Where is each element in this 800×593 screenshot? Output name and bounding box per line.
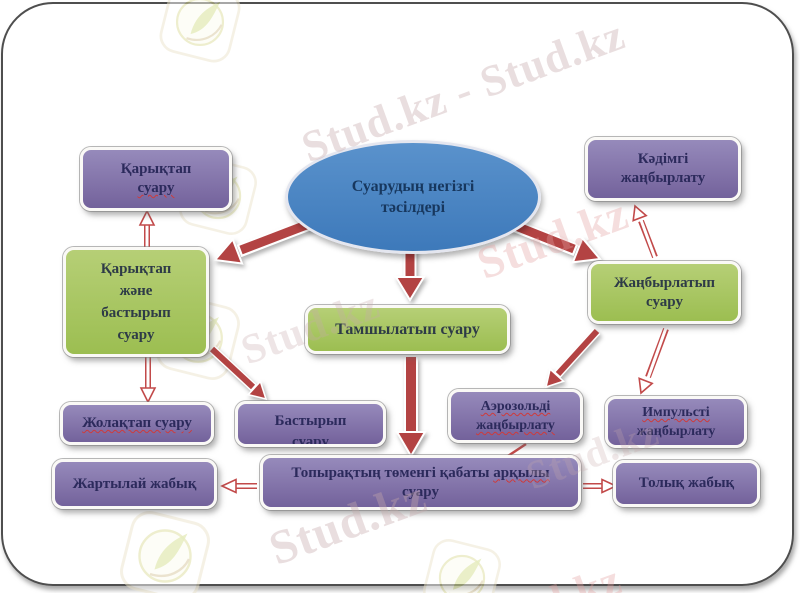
node-label: жаңбырлату [620,170,706,186]
connector-aerozol-bottom [507,442,527,458]
node-label: Аэрозольді [480,399,551,414]
arrow-left-to-bastyryp [208,345,268,401]
arrow-bottom-to-zhartylay [220,478,258,494]
node-bastyryp-suaru: Бастырып суару [235,401,386,447]
hollow-arrows [138,204,669,494]
node-label: суару [137,180,175,196]
node-karyktap-zhane-bastyryp-suaru: Қарықтап және бастырып суару [63,247,209,357]
node-label: суару [117,327,155,343]
arrow-right-to-impulsti [638,327,669,395]
node-label: суару [402,483,439,500]
node-label: және [119,283,153,299]
node-label: Жаңбырлатып [613,274,716,291]
main-arrows [208,212,602,458]
arrow-left-up [138,209,156,248]
arrow-center-to-bottom [395,357,427,458]
node-label: жаңбырлату [476,418,555,433]
node-label: Топырақтың төменгі қабаты [291,464,494,481]
node-label: Кәдімгі [637,151,689,167]
node-label: Тамшылатып суару [335,321,480,338]
node-label: суару [292,434,329,447]
node-label: суару [646,293,683,310]
arrow-right-up [632,204,658,259]
arrow-bottom-to-tolyk [582,478,618,494]
node-zhanbyrlatyp-suaru: Жаңбырлатып суару [588,261,741,324]
arrow-left-down [139,356,157,404]
node-label: Жартылай жабық [72,475,197,492]
node-karyktap-suaru: Қарықтап суару [80,147,232,211]
node-zhartylay-zhabyk: Жартылай жабық [52,459,217,509]
node-label: бастырып [101,305,171,321]
node-label: Қарықтап [100,261,172,277]
node-label: жаңбырлату [636,424,716,439]
node-label: Импульсті [642,405,710,420]
node-aerozoldi-zhanbyrlatu: Аэрозольді жаңбырлату [448,389,583,443]
node-label: арқылы [493,464,550,481]
node-root-irrigation-methods: Суарудың негізгі тәсілдері [285,140,541,254]
node-topyrak-tomengi-kabat: Топырақтың төменгі қабаты арқылы суару [260,455,581,510]
arrow-right-to-aerozol [544,327,601,389]
node-tamshylatyp-suaru: Тамшылатып суару [305,305,510,354]
node-kadimgi-zhanbyrlatu: Кәдімгі жаңбырлату [585,137,741,201]
node-label: Жолақтап суару [82,415,192,431]
root-label-line2: тәсілдері [380,199,446,216]
slide-border [1,2,794,586]
node-zholaktap-suaru: Жолақтап суару [60,402,214,445]
node-impulsti-zhanbyrlatu: Импульсті жаңбырлату [605,396,747,448]
root-label-line1: Суарудың негізгі [351,178,475,195]
node-label: Қарықтап [120,161,192,177]
node-label: Толық жабық [638,475,735,491]
node-label: Бастырып [274,413,347,429]
node-tolyk-zhabyk: Толық жабық [613,460,760,507]
